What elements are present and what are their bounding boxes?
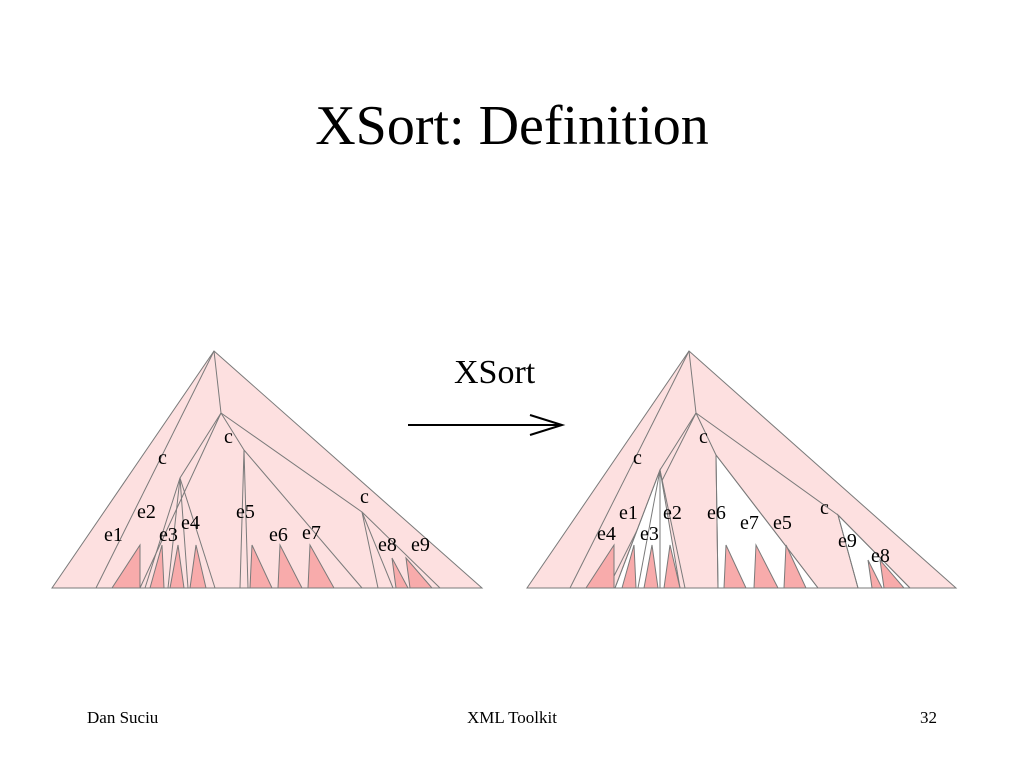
right-label-e7: e7 [740, 512, 759, 534]
left-leaf-e4a [169, 544, 185, 589]
left-leaf-e9 [405, 556, 434, 589]
footer-author: Dan Suciu [87, 708, 159, 727]
left-edge-e4-right [179, 477, 216, 589]
left-label-e4: e4 [181, 512, 200, 534]
left-label-deep-c: c [360, 486, 369, 508]
right-leaf-e7 [753, 543, 779, 589]
right-edge-group1-right [659, 469, 686, 589]
footer-page-number: 32 [920, 708, 937, 727]
left-leaf-e4b [189, 544, 207, 589]
left-leaf-e8 [391, 557, 409, 589]
left-leaf-e1 [111, 543, 141, 589]
xsort-arrow: XSort [408, 354, 566, 436]
right-label-e2: e2 [663, 502, 682, 524]
left-label-inner-c: c [224, 426, 233, 448]
left-leaf-e7a [277, 543, 303, 589]
left-label-c: c [158, 447, 167, 469]
left-edge-e5-right [243, 449, 249, 589]
right-label-e9: e9 [838, 530, 857, 552]
left-label-e1: e1 [104, 524, 123, 546]
left-edge-e6-e7 [243, 449, 363, 589]
right-edge-group2-right [715, 454, 819, 589]
left-edge-e4 [179, 477, 189, 589]
right-label-deep-c: c [820, 497, 829, 519]
left-leaf-e6 [249, 544, 273, 589]
right-leaf-e2 [663, 544, 681, 589]
slide-title: XSort: Definition [315, 95, 709, 157]
right-label-e5: e5 [773, 512, 792, 534]
right-label-e6: e6 [707, 502, 726, 524]
right-tree-labels: c c c e1 e4 e2 e3 e6 e7 e5 e9 e8 [597, 426, 890, 567]
left-edge-e3 [167, 477, 181, 589]
left-label-e2: e2 [137, 501, 156, 523]
left-label-e3: e3 [159, 524, 178, 546]
right-edge-deep-c-right [837, 514, 911, 589]
left-label-e9: e9 [411, 534, 430, 556]
right-leaf-e3 [643, 544, 659, 589]
right-leaf-e1 [585, 543, 615, 589]
footer-course: XML Toolkit [467, 708, 557, 727]
right-label-e1: e1 [619, 502, 638, 524]
right-label-inner-c: c [699, 426, 708, 448]
right-edge-e4 [637, 469, 661, 589]
right-leaf-e4 [621, 544, 637, 589]
left-label-e6: e6 [269, 524, 288, 546]
left-tree [51, 350, 484, 589]
right-label-e3: e3 [640, 523, 659, 545]
left-label-e7: e7 [302, 522, 321, 544]
right-label-e8: e8 [871, 545, 890, 567]
left-leaf-e3 [149, 544, 165, 589]
right-leaf-e9 [867, 559, 883, 589]
left-label-e8: e8 [378, 534, 397, 556]
arrow-head [529, 414, 566, 436]
left-leaf-e7b [307, 543, 335, 589]
left-label-e5: e5 [236, 501, 255, 523]
right-leaf-e5 [783, 544, 807, 589]
right-leaf-e8 [879, 558, 906, 589]
right-tree [526, 350, 958, 589]
right-label-c: c [633, 447, 642, 469]
left-edge-e8 [361, 511, 394, 589]
right-label-e4: e4 [597, 523, 616, 545]
left-edge-e9 [361, 511, 441, 589]
left-branch-c [95, 350, 215, 589]
right-leaf-e6 [723, 544, 747, 589]
left-tree-labels: c c c e1 e2 e3 e4 e5 e6 e7 e8 e9 [104, 426, 430, 556]
arrow-label: XSort [454, 354, 536, 391]
right-branch-c [569, 350, 690, 589]
